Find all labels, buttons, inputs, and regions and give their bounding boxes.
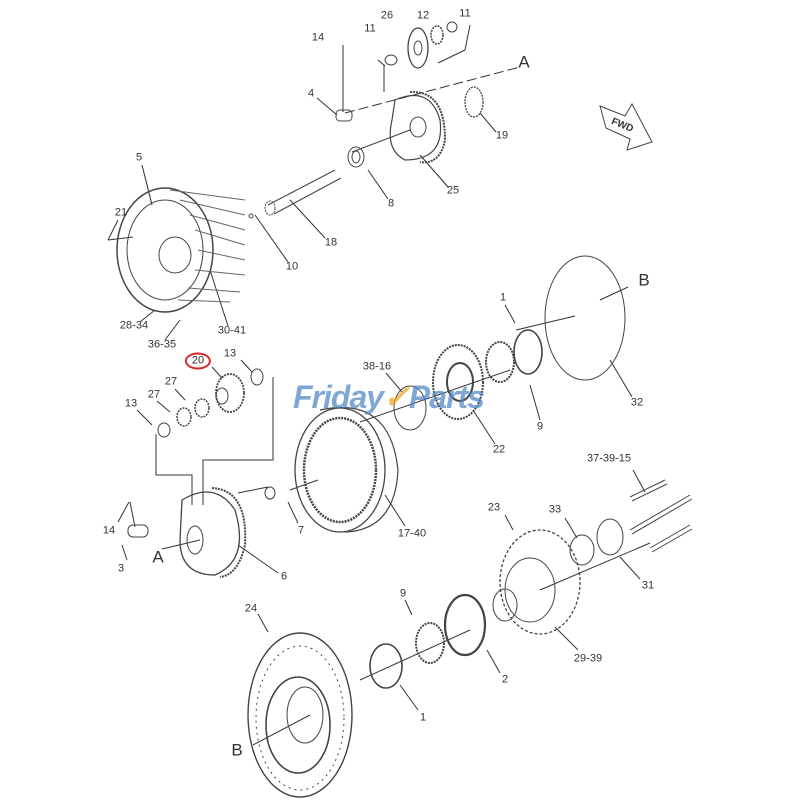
bolted-hub	[116, 187, 246, 313]
reference-marker-b: B	[231, 740, 243, 760]
part-label-36-35: 36-35	[147, 338, 177, 351]
part-label-5: 5	[135, 151, 143, 164]
spindle-hub	[492, 479, 693, 635]
part-label-7: 7	[297, 524, 305, 537]
part-label-17-40: 17-40	[397, 527, 427, 540]
part-label-8: 8	[387, 197, 395, 210]
thrust-plate	[393, 385, 427, 431]
part-label-25: 25	[446, 184, 460, 197]
part-label-29-39: 29-39	[573, 652, 603, 665]
lower-carrier	[127, 486, 276, 578]
part-label-13: 13	[124, 397, 138, 410]
part-label-31: 31	[641, 579, 655, 592]
part-label-11: 11	[459, 7, 471, 20]
part-label-22: 22	[492, 443, 506, 456]
housing	[247, 632, 353, 798]
part-label-28-34: 28-34	[119, 319, 149, 332]
watermark-logo: Friday✓Parts	[293, 378, 485, 416]
upper-carrier-group	[335, 21, 484, 168]
part-label-32: 32	[630, 396, 644, 409]
part-label-21: 21	[114, 206, 128, 219]
part-label-33: 33	[548, 503, 562, 516]
part-label-37-39-15: 37-39-15	[586, 452, 632, 465]
part-label-4: 4	[307, 87, 315, 100]
fwd-arrow-icon	[599, 102, 653, 151]
part-label-1: 1	[419, 711, 427, 724]
part-label-1: 1	[499, 291, 507, 304]
part-label-26: 26	[380, 9, 394, 22]
lower-bearing-group	[369, 593, 487, 689]
part-label-9: 9	[536, 420, 544, 433]
part-label-12: 12	[416, 9, 430, 22]
part-label-18: 18	[324, 236, 338, 249]
part-label-19: 19	[495, 129, 509, 142]
part-label-14: 14	[311, 31, 325, 44]
watermark-part2: Parts	[408, 379, 485, 415]
shaft-group	[248, 169, 342, 219]
part-label-14: 14	[102, 524, 116, 537]
part-label-11: 11	[364, 22, 376, 35]
upper-bearing-group	[432, 255, 626, 420]
part-label-2: 2	[501, 673, 509, 686]
part-label-13: 13	[223, 347, 237, 360]
reference-marker-a: A	[518, 52, 530, 72]
watermark-part1: Friday	[293, 379, 384, 415]
part-label-10: 10	[285, 260, 299, 273]
part-label-38-16: 38-16	[362, 360, 392, 373]
highlighted-part-label-20[interactable]: 20	[184, 352, 212, 370]
part-label-3: 3	[117, 562, 125, 575]
part-label-30-41: 30-41	[217, 324, 247, 337]
part-label-27: 27	[164, 375, 178, 388]
reference-marker-a: A	[152, 547, 164, 567]
part-label-23: 23	[487, 501, 501, 514]
planet-gear-group	[157, 368, 264, 438]
part-label-9: 9	[399, 587, 407, 600]
reference-marker-b: B	[638, 270, 650, 290]
part-label-27: 27	[147, 388, 161, 401]
ring-gear	[294, 406, 399, 533]
part-label-24: 24	[244, 602, 258, 615]
watermark-check-icon: ✓	[383, 379, 410, 415]
part-label-6: 6	[280, 570, 288, 583]
